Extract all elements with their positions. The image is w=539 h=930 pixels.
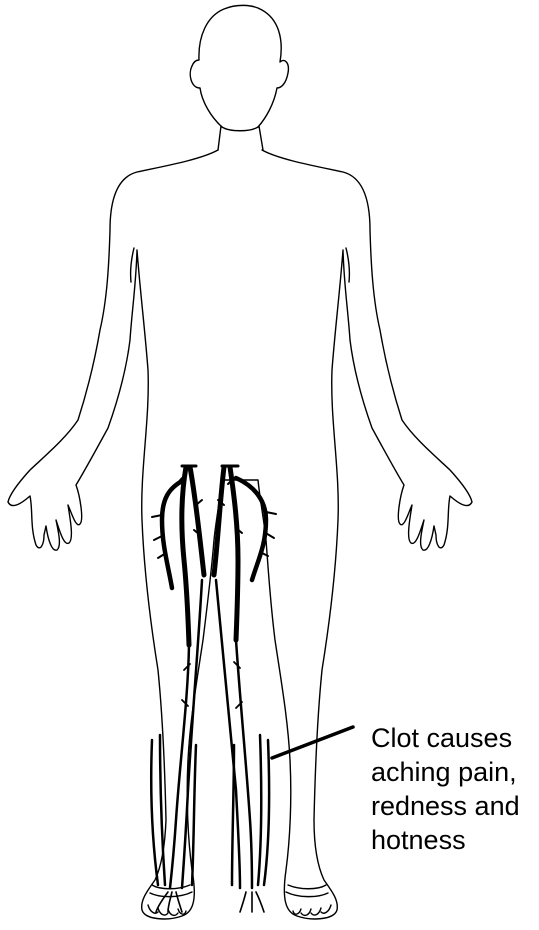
calf-vein-right-d	[258, 735, 261, 885]
callout-line-4: hotness	[371, 823, 536, 857]
calf-vein-left-c	[151, 740, 158, 885]
knee-twigs	[182, 662, 242, 708]
callout-line-1: Clot causes	[371, 721, 536, 755]
armpit-right	[346, 248, 349, 282]
neck-left	[218, 126, 221, 150]
callout-label: Clot causes aching pain, redness and hot…	[371, 721, 536, 857]
calf-vein-right-c	[264, 740, 269, 885]
great-saphenous-left	[190, 467, 204, 575]
head-outline	[190, 5, 288, 127]
vein-network	[151, 466, 276, 912]
calf-vein-left-e	[192, 745, 196, 885]
femoral-vein-right	[230, 467, 238, 640]
ankle-right-2	[286, 892, 328, 897]
foot-veins	[156, 892, 264, 912]
great-saphenous-right	[214, 467, 224, 575]
vein-branch-right-outer	[236, 478, 266, 580]
jaw-line	[222, 127, 258, 131]
ankle-right	[288, 885, 326, 889]
callout-line-2: aching pain,	[371, 755, 536, 789]
femoral-vein-left	[182, 467, 189, 645]
callout-leader-line	[272, 727, 353, 758]
callout-line-3: redness and	[371, 789, 536, 823]
armpit-left	[131, 248, 134, 282]
neck-right	[259, 126, 263, 150]
calf-vein-right-e	[232, 745, 234, 885]
toes-right	[293, 905, 331, 915]
calf-vein-left-b	[182, 580, 202, 888]
calf-vein-left-a	[170, 645, 189, 888]
